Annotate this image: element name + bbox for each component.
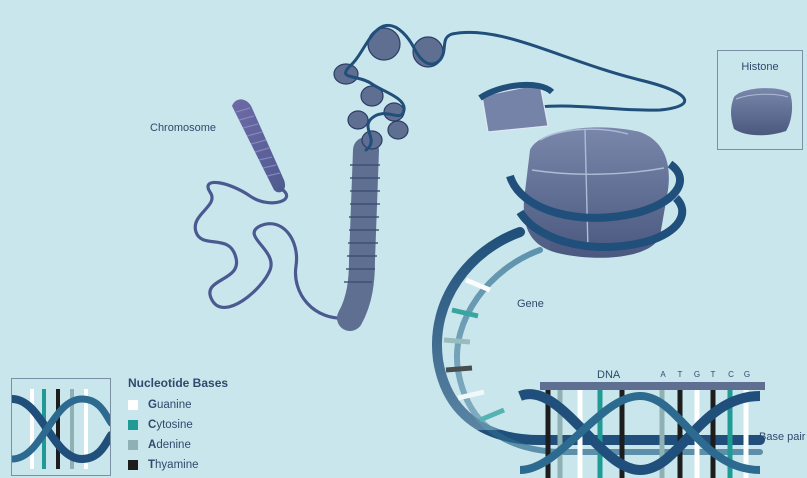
base-letter: T <box>675 370 685 379</box>
legend-initial: G <box>148 399 157 411</box>
solenoid-fiber <box>344 150 380 318</box>
chromatin-fiber <box>195 182 350 318</box>
nucleosome-beads <box>334 28 443 149</box>
gene-label: Gene <box>517 298 544 310</box>
base-letter: G <box>742 370 752 379</box>
legend-text: hyamine <box>155 459 198 471</box>
swatch-guanine <box>128 400 138 410</box>
base-letter: G <box>692 370 702 379</box>
swatch-adenine <box>128 440 138 450</box>
legend-initial: A <box>148 439 156 451</box>
histone-icon <box>718 51 804 151</box>
base-pair-ladder <box>520 382 765 478</box>
legend-initial: T <box>148 459 155 471</box>
legend-text: ytosine <box>156 419 192 431</box>
dna-label: DNA <box>597 369 620 381</box>
swatch-thyamine <box>128 460 138 470</box>
swatch-cytosine <box>128 420 138 430</box>
chromosome-label: Chromosome <box>150 122 216 134</box>
legend-text: uanine <box>157 399 192 411</box>
legend-text: denine <box>156 439 191 451</box>
histone-octamer-small <box>480 84 552 132</box>
histone-inset: Histone <box>717 50 803 150</box>
legend-initial: C <box>148 419 156 431</box>
base-letter: A <box>658 370 668 379</box>
dna-thumbnail-icon <box>12 379 111 476</box>
base-pair-label: Base pair <box>759 431 805 443</box>
legend-dna-thumbnail <box>11 378 111 476</box>
legend-title: Nucleotide Bases <box>128 376 228 390</box>
base-letter: C <box>726 370 736 379</box>
chromosome-shape <box>232 99 285 192</box>
base-letter: T <box>708 370 718 379</box>
